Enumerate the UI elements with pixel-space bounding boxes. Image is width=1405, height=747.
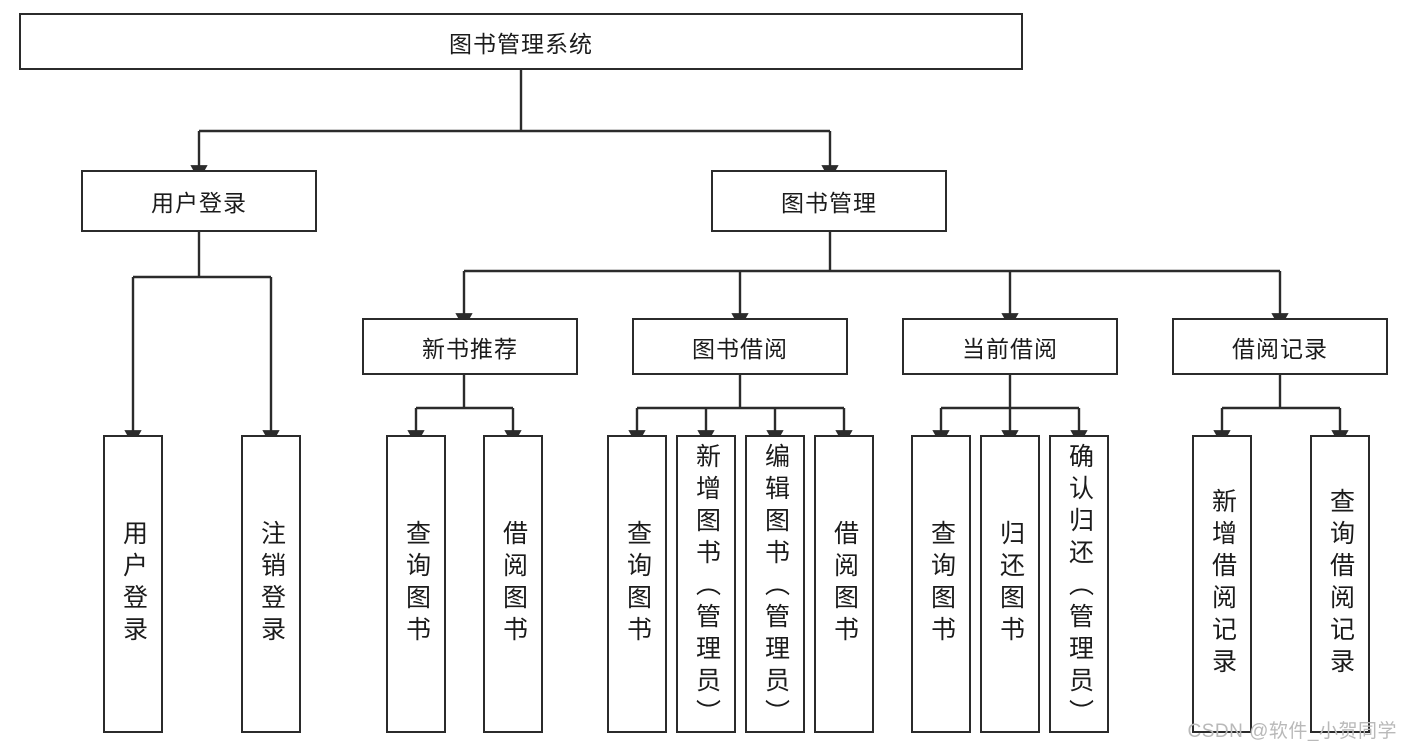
leaf-borrow-add-book[interactable]: 新增图书（管理员） [676,435,736,733]
node-new-book-recommend[interactable]: 新书推荐 [362,318,578,375]
leaf-borrow-add-book-label: 新增图书（管理员） [692,443,721,731]
leaf-record-add-label: 新增借阅记录 [1208,488,1237,680]
node-book-borrow[interactable]: 图书借阅 [632,318,848,375]
leaf-borrow-query-book[interactable]: 查询图书 [607,435,667,733]
leaf-borrow-edit-book-label: 编辑图书（管理员） [761,443,790,731]
leaf-current-confirm-return-label: 确认归还（管理员） [1065,443,1094,731]
leaf-new-book-borrow-label: 借阅图书 [499,520,528,648]
leaf-new-book-borrow[interactable]: 借阅图书 [483,435,543,733]
leaf-current-confirm-return[interactable]: 确认归还（管理员） [1049,435,1109,733]
leaf-user-login-login[interactable]: 用户登录 [103,435,163,733]
node-current-borrow-label: 当前借阅 [962,335,1058,362]
node-user-login-label: 用户登录 [151,190,247,216]
leaf-borrow-edit-book[interactable]: 编辑图书（管理员） [745,435,805,733]
leaf-user-login-login-label: 用户登录 [119,520,148,648]
leaf-record-add[interactable]: 新增借阅记录 [1192,435,1252,733]
node-book-management[interactable]: 图书管理 [711,170,947,232]
node-current-borrow[interactable]: 当前借阅 [902,318,1118,375]
leaf-borrow-query-book-label: 查询图书 [623,520,652,648]
node-borrow-record-label: 借阅记录 [1232,335,1328,362]
leaf-current-return-book-label: 归还图书 [996,520,1025,648]
leaf-new-book-query-label: 查询图书 [402,520,431,648]
watermark-text: CSDN @软件_小贺同学 [1187,721,1397,742]
leaf-new-book-query[interactable]: 查询图书 [386,435,446,733]
leaf-borrow-borrow-book[interactable]: 借阅图书 [814,435,874,733]
leaf-current-query-book[interactable]: 查询图书 [911,435,971,733]
node-root-label: 图书管理系统 [449,30,593,57]
leaf-user-login-logout-label: 注销登录 [257,520,286,648]
node-new-book-recommend-label: 新书推荐 [422,335,518,362]
leaf-record-query-label: 查询借阅记录 [1326,488,1355,680]
node-book-management-label: 图书管理 [781,190,877,216]
leaf-user-login-logout[interactable]: 注销登录 [241,435,301,733]
node-root[interactable]: 图书管理系统 [19,13,1023,70]
leaf-current-query-book-label: 查询图书 [927,520,956,648]
node-borrow-record[interactable]: 借阅记录 [1172,318,1388,375]
leaf-record-query[interactable]: 查询借阅记录 [1310,435,1370,733]
leaf-borrow-borrow-book-label: 借阅图书 [830,520,859,648]
node-user-login[interactable]: 用户登录 [81,170,317,232]
node-book-borrow-label: 图书借阅 [692,335,788,362]
leaf-current-return-book[interactable]: 归还图书 [980,435,1040,733]
